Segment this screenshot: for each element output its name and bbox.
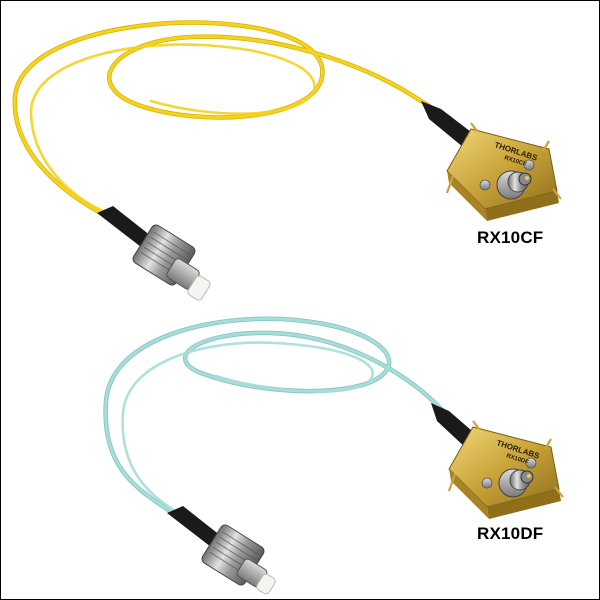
fc-connector-bottom — [167, 506, 276, 595]
receiver-housing-top: THORLABS RX10CF — [445, 122, 562, 221]
fiber-cable-yellow — [12, 20, 462, 216]
fc-connector-top — [97, 206, 211, 301]
fiber-cable-aqua — [103, 316, 462, 516]
strain-relief-boot-top — [421, 101, 475, 147]
product-label-rx10cf: RX10CF — [477, 228, 544, 247]
receiver-housing-bottom: THORLABS RX10DF — [447, 420, 564, 519]
product-label-rx10df: RX10DF — [477, 524, 544, 543]
